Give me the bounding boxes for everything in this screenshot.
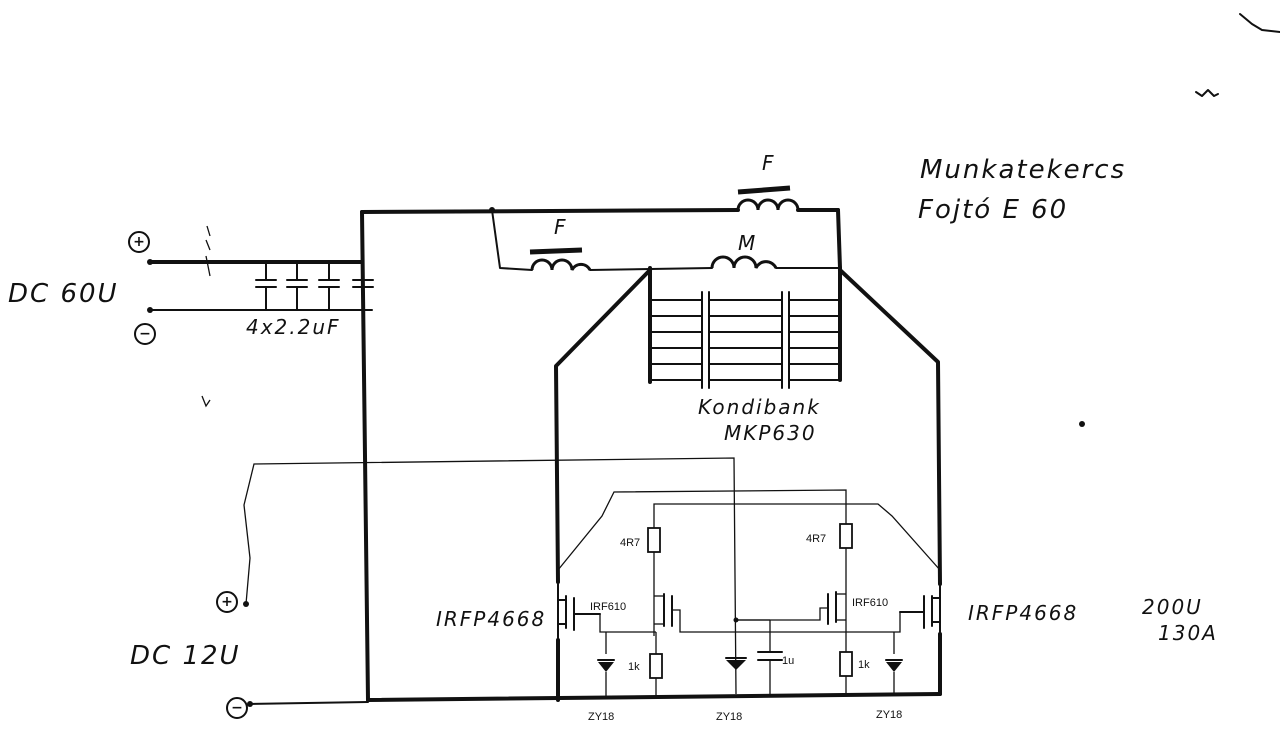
- dc12-label: DC 12U: [130, 641, 241, 671]
- mosfet-right-label: IRFP4668: [968, 601, 1078, 625]
- dc12-plus-terminal: +: [216, 591, 238, 613]
- resonant-cap-bank: [648, 266, 842, 389]
- driver-right-label: IRF610: [852, 597, 888, 609]
- zener-center-label: ZY18: [716, 711, 742, 723]
- mosfet-left-label: IRFP4668: [436, 607, 546, 631]
- choke-left-label: F: [554, 215, 568, 239]
- mosfet-left-main: [557, 581, 601, 641]
- mosfet-left-driver: IRF610: [590, 588, 846, 636]
- choke-top: [736, 185, 800, 211]
- dc60-plus-terminal: +: [128, 231, 150, 253]
- mosfet-right-driver: IRF610: [734, 586, 888, 632]
- svg-text:+: +: [133, 234, 145, 250]
- cross-coupling: [557, 489, 941, 571]
- gate-res-right-label: 4R7: [806, 533, 826, 545]
- bridge-legs: [554, 268, 942, 702]
- input-wiring: [147, 225, 373, 313]
- mosfet-voltage-rating: 200U: [1142, 595, 1203, 619]
- pulldown-right-label: 1k: [858, 659, 870, 671]
- cap-bank-type-label: MKP630: [724, 421, 817, 445]
- gate-network-left: ZY18 1k: [588, 614, 663, 723]
- gate-resistor-left: 4R7: [620, 526, 661, 588]
- svg-text:−: −: [231, 700, 243, 716]
- svg-text:−: −: [139, 326, 151, 342]
- cap-bank-label: Kondibank: [698, 395, 821, 419]
- svg-text:+: +: [221, 594, 233, 610]
- dc60-minus-terminal: −: [134, 323, 156, 345]
- title-work-coil: Munkatekercs: [920, 155, 1126, 185]
- gate-res-left-label: 4R7: [620, 537, 640, 549]
- power-rails: [247, 207, 942, 707]
- choke-top-label: F: [762, 151, 776, 175]
- input-caps-label: 4x2.2uF: [246, 315, 341, 339]
- dc12-minus-terminal: −: [226, 697, 248, 719]
- work-coil: [710, 255, 841, 269]
- zener-right-label: ZY18: [876, 709, 902, 721]
- choke-left: [491, 209, 713, 271]
- mosfet-current-rating: 130A: [1158, 621, 1218, 645]
- mosfet-right-main: [899, 583, 941, 635]
- center-supply-clamp: ZY18 1u: [716, 617, 794, 723]
- driver-left-label: IRF610: [590, 601, 626, 613]
- bypass-cap-label: 1u: [782, 655, 794, 667]
- dc60-label: DC 60U: [8, 279, 119, 309]
- pulldown-left-label: 1k: [628, 661, 640, 673]
- gate-network-right: 1k ZY18: [839, 612, 903, 721]
- input-capacitor-bank: [255, 261, 374, 311]
- title-choke-core: Fojtó E 60: [918, 195, 1068, 225]
- work-coil-label: M: [738, 231, 757, 255]
- scribble-marks: [201, 13, 1280, 427]
- dc12-feed: [243, 457, 737, 695]
- gate-resistor-right: 4R7: [806, 523, 853, 586]
- zener-left-label: ZY18: [588, 711, 614, 723]
